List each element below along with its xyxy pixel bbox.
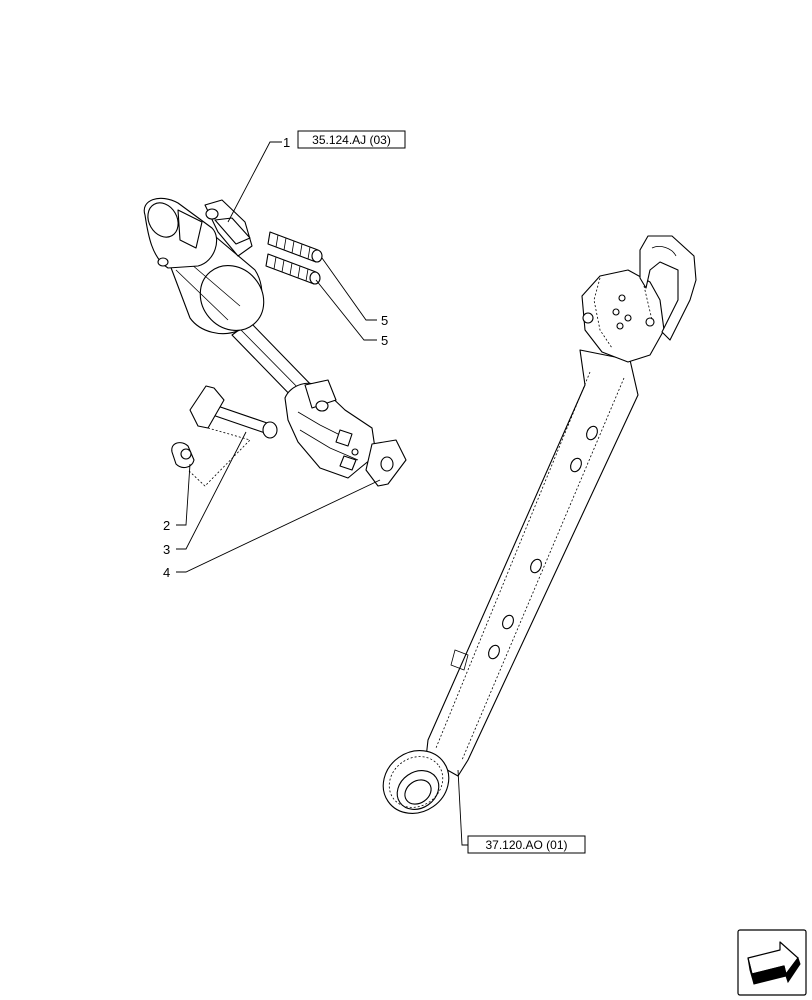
reference-label-top: 35.124.AJ (03)	[312, 133, 391, 147]
callout-5-upper: 5	[381, 313, 388, 328]
next-page-arrow-icon[interactable]	[737, 929, 807, 996]
reference-label-bottom: 37.120.AO (01)	[485, 838, 567, 852]
reference-box-top[interactable]: 35.124.AJ (03)	[297, 130, 406, 149]
callout-1: 1	[283, 135, 290, 150]
lift-cylinder	[143, 197, 377, 479]
linch-pin	[171, 442, 195, 469]
leader-lines	[176, 141, 468, 846]
lower-link-arm	[382, 235, 697, 814]
pin	[187, 385, 278, 487]
callout-2: 2	[163, 518, 170, 533]
spring-pins	[265, 231, 323, 285]
callout-3: 3	[163, 542, 170, 557]
reference-box-bottom[interactable]: 37.120.AO (01)	[467, 835, 586, 854]
callout-5-lower: 5	[381, 333, 388, 348]
callout-4: 4	[163, 565, 170, 580]
bracket-plate	[365, 439, 407, 487]
